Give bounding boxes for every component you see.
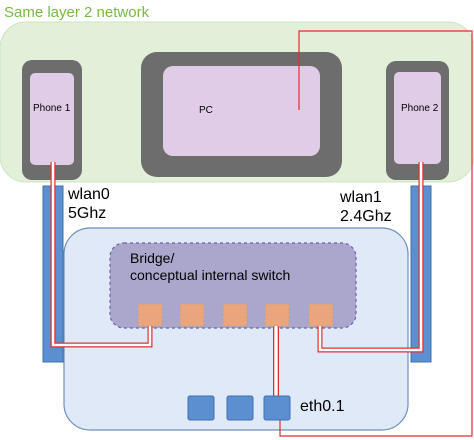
bridge-port: [222, 303, 248, 327]
eth-port: [226, 395, 254, 421]
pc-label: PC: [199, 105, 213, 116]
bridge-port: [264, 303, 290, 327]
link-pc-uplink: [279, 30, 473, 437]
bridge-label-line1: Bridge/: [130, 250, 175, 266]
bridge-port: [137, 303, 163, 327]
pc-device: [141, 52, 342, 177]
phone2-label: Phone 2: [401, 103, 439, 114]
phone1-device: [22, 60, 82, 180]
phone2-screen: [394, 72, 441, 164]
wlan1-name: wlan1: [340, 189, 382, 206]
pc-screen: [163, 66, 320, 156]
wlan1-band: 2.4Ghz: [340, 208, 392, 225]
bridge-port: [179, 303, 205, 327]
wlan1-label: wlan1 2.4Ghz: [340, 188, 392, 226]
phone2-device: [386, 61, 449, 180]
phone1-screen: [30, 73, 74, 165]
eth-port-eth0-1: [263, 395, 291, 421]
wlan0-band: 5Ghz: [68, 205, 107, 222]
bridge-ports: [137, 303, 334, 327]
bridge-label-line2: conceptual internal switch: [130, 267, 291, 283]
wlan0-name: wlan0: [68, 186, 110, 203]
eth-ports: [187, 395, 291, 421]
network-title: Same layer 2 network: [4, 4, 150, 21]
phone1-label: Phone 1: [33, 103, 71, 114]
bridge-switch: [109, 242, 357, 329]
eth-port: [187, 395, 215, 421]
link-phone1-to-bridge: [50, 162, 153, 348]
bridge-port: [308, 303, 334, 327]
wlan0-label: wlan0 5Ghz: [68, 185, 110, 223]
link-phone2-to-bridge: [317, 162, 424, 353]
eth0-1-label: eth0.1: [300, 398, 345, 415]
bridge-label: Bridge/ conceptual internal switch: [130, 250, 290, 284]
